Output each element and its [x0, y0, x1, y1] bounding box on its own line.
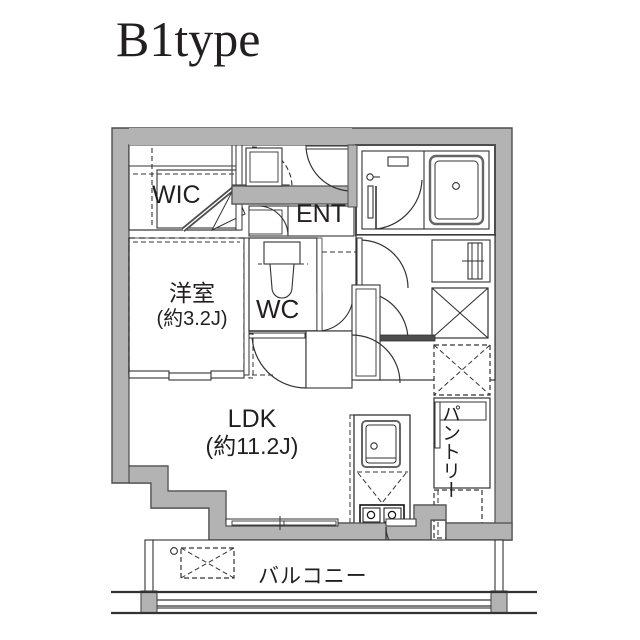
balcony	[111, 539, 537, 615]
room-label-ldk: LDK (約11.2J)	[185, 405, 319, 460]
entrance-hall	[245, 144, 355, 237]
room-label-wc: WC	[256, 294, 300, 324]
ac-outdoor-unit	[170, 547, 235, 579]
ldk-name: LDK	[227, 405, 277, 433]
room-label-wic: WIC	[152, 181, 201, 209]
page-title: B1type	[116, 11, 261, 67]
room-label-balcony: バルコニー	[258, 565, 368, 588]
bedroom-name: 洋室	[169, 280, 215, 306]
bedroom	[128, 237, 274, 381]
kitchen	[349, 414, 411, 526]
bathtub	[428, 154, 485, 226]
room-label-pantry: パントリー	[439, 404, 460, 499]
room-label-bedroom: 洋室 (約3.2J)	[133, 280, 251, 330]
ldk-area: (約11.2J)	[205, 433, 299, 459]
ldk-area	[248, 333, 401, 384]
corridor	[248, 237, 356, 389]
pantry	[433, 344, 491, 539]
toilet-fixture	[258, 241, 308, 299]
bedroom-area: (約3.2J)	[156, 307, 228, 330]
kitchen-sink	[361, 420, 401, 468]
ldk-door-right	[351, 334, 401, 384]
shower-fixture	[366, 173, 380, 219]
bathroom-door	[375, 179, 423, 230]
washbasin	[431, 239, 491, 283]
washing-machine-space	[431, 287, 489, 339]
room-label-entrance: ENT	[296, 200, 346, 228]
balcony-sliding-door	[225, 516, 339, 530]
bathroom	[347, 144, 496, 236]
